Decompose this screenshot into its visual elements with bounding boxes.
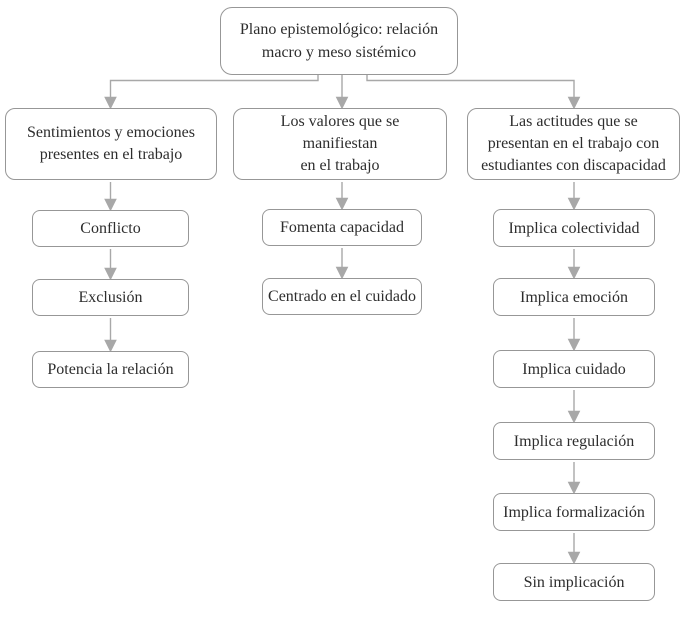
node-sin-implicacion: Sin implicación (493, 563, 655, 601)
node-header-actitudes: Las actitudes que se presentan en el tra… (467, 108, 680, 180)
node-header-sentimientos: Sentimientos y emociones presentes en el… (5, 108, 217, 180)
node-implica-emocion: Implica emoción (493, 278, 655, 316)
node-implica-formalizacion: Implica formalización (493, 493, 655, 531)
node-centrado-cuidado: Centrado en el cuidado (262, 278, 422, 315)
connector-root-to-right (366, 74, 581, 110)
node-conflicto: Conflicto (32, 210, 189, 247)
node-exclusion: Exclusión (32, 279, 189, 316)
node-implica-cuidado: Implica cuidado (493, 350, 655, 388)
connector-root-to-left (104, 74, 319, 110)
node-plano-epistemologico: Plano epistemológico: relación macro y m… (220, 7, 458, 75)
node-potencia-relacion: Potencia la relación (32, 351, 189, 388)
node-implica-regulacion: Implica regulación (493, 422, 655, 460)
node-header-valores: Los valores que se manifiestan en el tra… (233, 108, 447, 180)
node-fomenta-capacidad: Fomenta capacidad (262, 209, 422, 246)
node-implica-colectividad: Implica colectividad (493, 209, 655, 247)
